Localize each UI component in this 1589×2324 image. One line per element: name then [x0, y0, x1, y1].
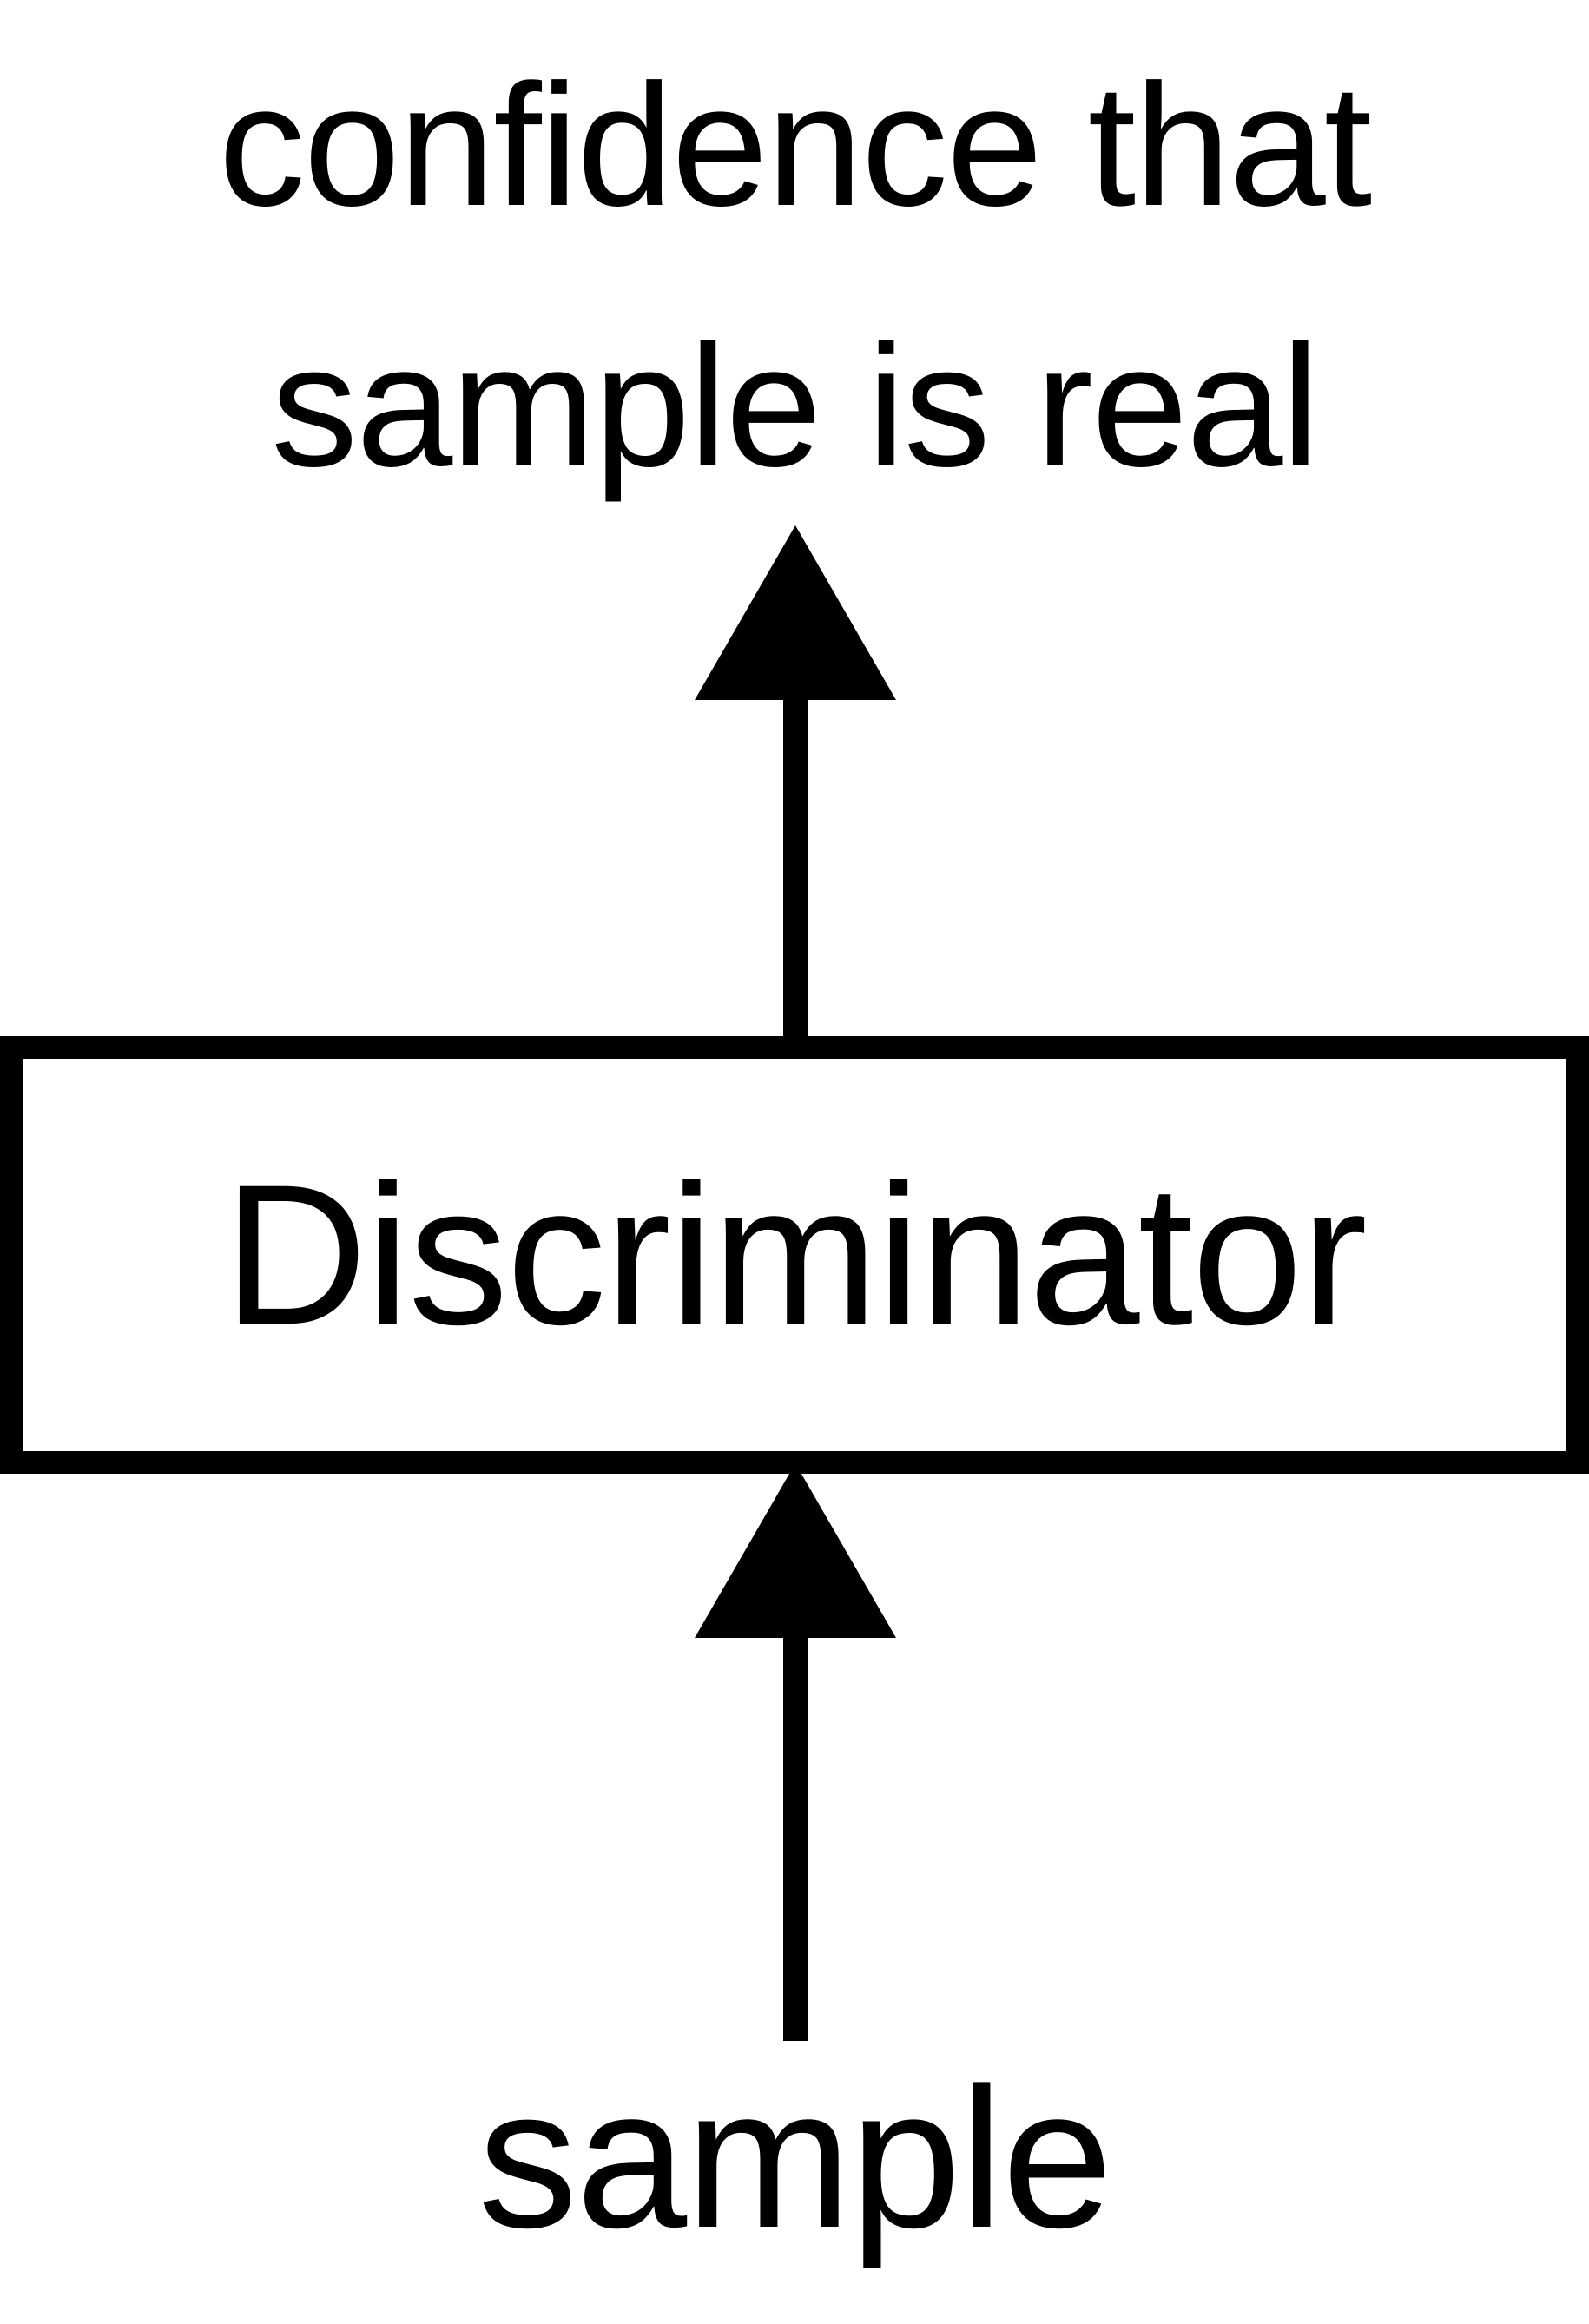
input-arrow	[695, 1463, 896, 2041]
output-label: confidence that sample is real	[0, 16, 1589, 537]
output-label-line-1: confidence that	[218, 49, 1373, 242]
discriminator-block: Discriminator	[0, 1036, 1589, 1474]
input-label: sample	[478, 2046, 1112, 2269]
output-arrow	[695, 525, 896, 1042]
discriminator-label: Discriminator	[223, 1143, 1368, 1366]
output-arrowhead	[695, 525, 896, 700]
input-arrowhead	[695, 1463, 896, 1638]
output-label-line-2: sample is real	[271, 309, 1320, 503]
